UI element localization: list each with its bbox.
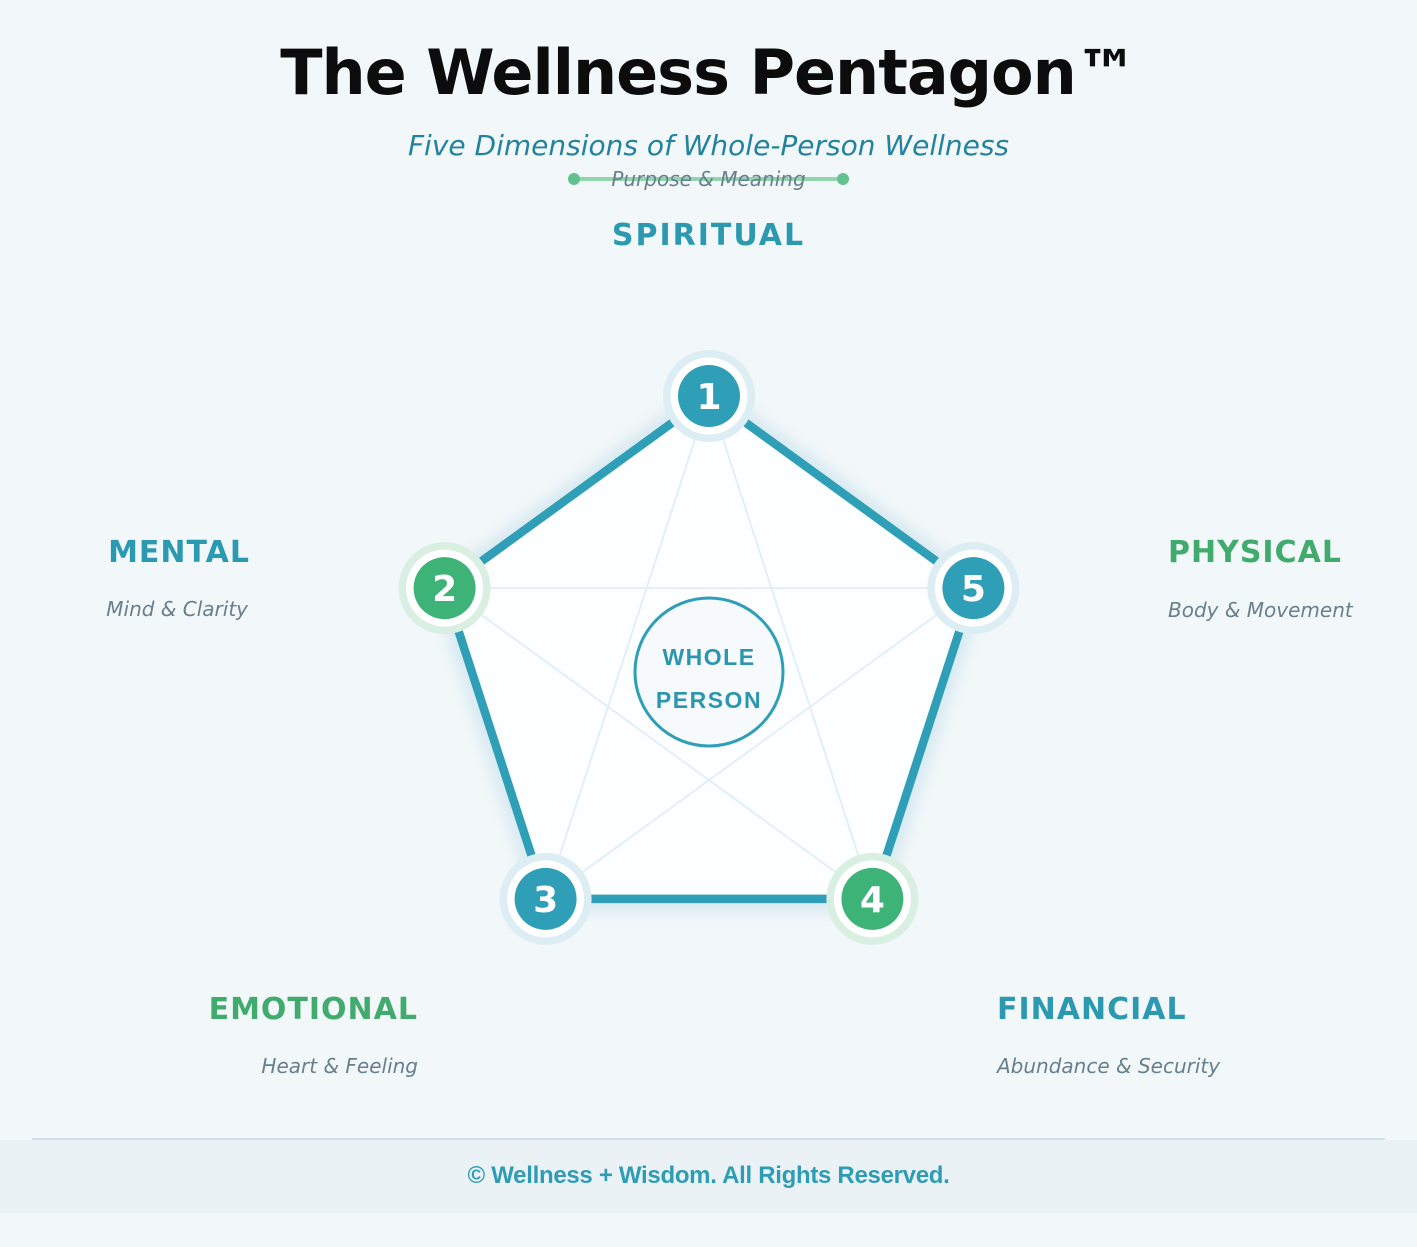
node-circle (413, 557, 476, 620)
center-label-line2: PERSON (656, 687, 762, 713)
node-emotional: 3 (499, 852, 592, 945)
node-number: 1 (696, 377, 721, 418)
pentagon-diagram: WHOLE PERSON 1 2 3 4 (398, 350, 1020, 945)
node-financial: 4 (826, 852, 919, 945)
node-circle (942, 557, 1005, 620)
center-label-line1: WHOLE (662, 644, 755, 670)
page-title: The Wellness Pentagon™ (280, 36, 1138, 109)
pentagon-outline (440, 391, 978, 904)
tagline-spiritual: Purpose & Meaning (611, 167, 806, 191)
label-mental: MENTAL (108, 535, 250, 570)
node-circle (841, 867, 904, 930)
center-circle (633, 596, 785, 748)
footer-divider (32, 1138, 1385, 1140)
tagline-financial: Abundance & Security (997, 1054, 1221, 1078)
divider-dot-right (837, 173, 849, 185)
node-number: 2 (432, 569, 457, 610)
divider-line (568, 173, 849, 185)
node-number: 5 (961, 569, 986, 610)
divider-dot-left (568, 173, 580, 185)
page-subtitle: Five Dimensions of Whole-Person Wellness (407, 129, 1010, 162)
node-number: 4 (860, 880, 885, 921)
pentagram-lines (441, 392, 977, 902)
footer-copyright: © Wellness + Wisdom. All Rights Reserved… (467, 1162, 950, 1189)
label-emotional: EMOTIONAL (208, 992, 418, 1027)
node-circle (514, 867, 577, 930)
label-physical: PHYSICAL (1168, 535, 1342, 570)
node-spiritual: 1 (663, 350, 755, 442)
label-financial: FINANCIAL (997, 992, 1187, 1027)
tagline-physical: Body & Movement (1168, 598, 1353, 622)
node-physical: 5 (927, 542, 1020, 635)
footer-band (0, 1140, 1417, 1213)
node-mental: 2 (398, 542, 491, 635)
label-spiritual: SPIRITUAL (611, 218, 806, 253)
node-number: 3 (533, 880, 558, 921)
node-circle (678, 365, 740, 427)
tagline-mental: Mind & Clarity (106, 597, 248, 621)
tagline-emotional: Heart & Feeling (261, 1054, 418, 1078)
